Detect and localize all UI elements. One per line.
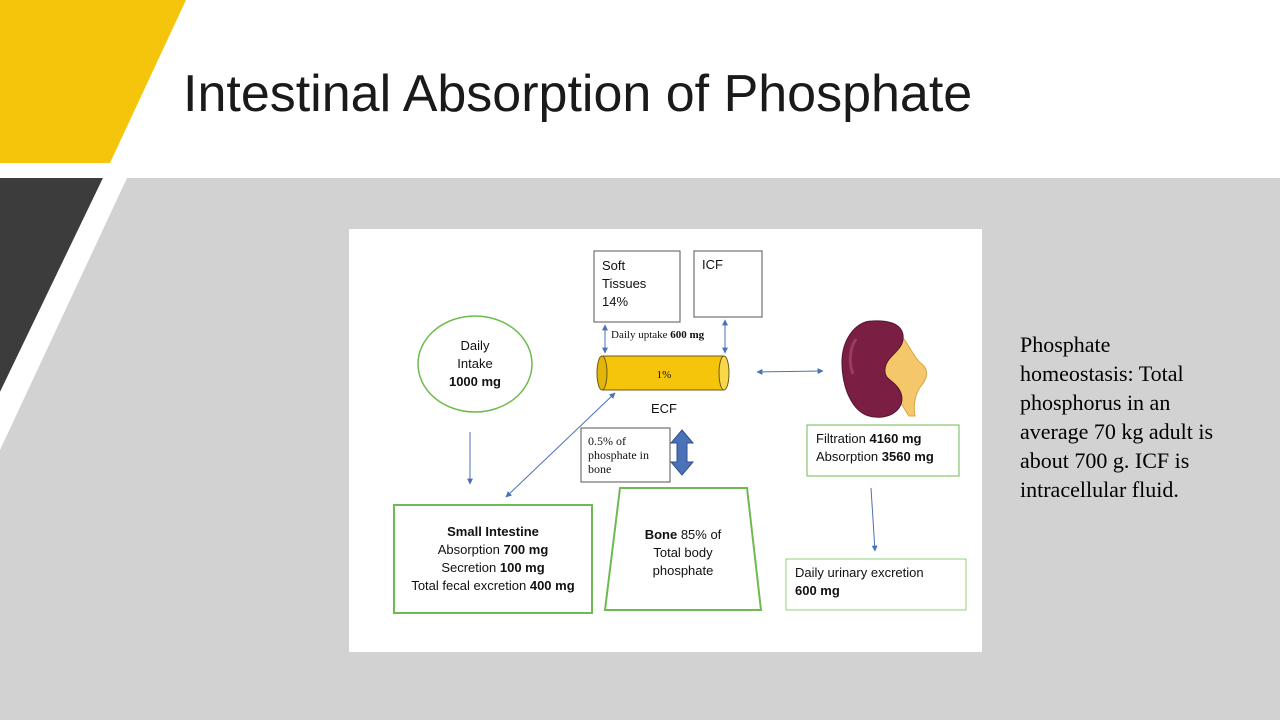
daily-uptake-label: Daily uptake 600 mg [611, 329, 705, 341]
bone-exchange-arrow [669, 429, 695, 476]
ecf-cylinder [596, 355, 730, 391]
title-band [0, 0, 1280, 178]
small-intestine-box [393, 504, 593, 614]
urinary-excretion-label: Daily urinary excretion 600 mg [795, 565, 924, 598]
phosphate-diagram: Soft Tissues 14% ICF Daily uptake 600 mg… [349, 229, 982, 652]
icf-box [693, 250, 763, 318]
small-intestine-label: Small Intestine Absorption 700 mg Secret… [411, 524, 575, 593]
ecf-label: ECF [651, 401, 677, 416]
intestine-ecf-arrow [505, 392, 616, 498]
bone-label: Bone 85% of Total body phosphate [644, 527, 722, 578]
slide-title: Intestinal Absorption of Phosphate [183, 65, 973, 123]
kidney-to-urine-arrow [870, 487, 878, 552]
side-note-text: Phosphate homeostasis: Total phosphorus … [1020, 332, 1214, 502]
bone-trapezoid [603, 487, 763, 611]
bone-note-box [580, 427, 671, 483]
ecf-kidney-arrow [756, 368, 824, 375]
icf-label: ICF [702, 257, 723, 272]
bone-note-label: 0.5% of phosphate in bone [588, 434, 649, 476]
kidney-stats-label: Filtration 4160 mg Absorption 3560 mg [816, 431, 934, 464]
diagram-graphics [393, 250, 967, 614]
soft-tissues-box [593, 250, 681, 323]
daily-intake-circle [417, 315, 533, 413]
soft-tissues-label: Soft Tissues 14% [602, 258, 647, 309]
daily-intake-label: Daily Intake 1000 mg [448, 338, 502, 389]
ecf-percent-label: 1% [656, 369, 672, 381]
kidney-stats-box [806, 424, 960, 477]
yellow-accent-shape [0, 0, 186, 163]
white-stripe-shape [0, 178, 127, 450]
urinary-excretion-box [785, 558, 967, 611]
kidney-icon [841, 320, 928, 418]
